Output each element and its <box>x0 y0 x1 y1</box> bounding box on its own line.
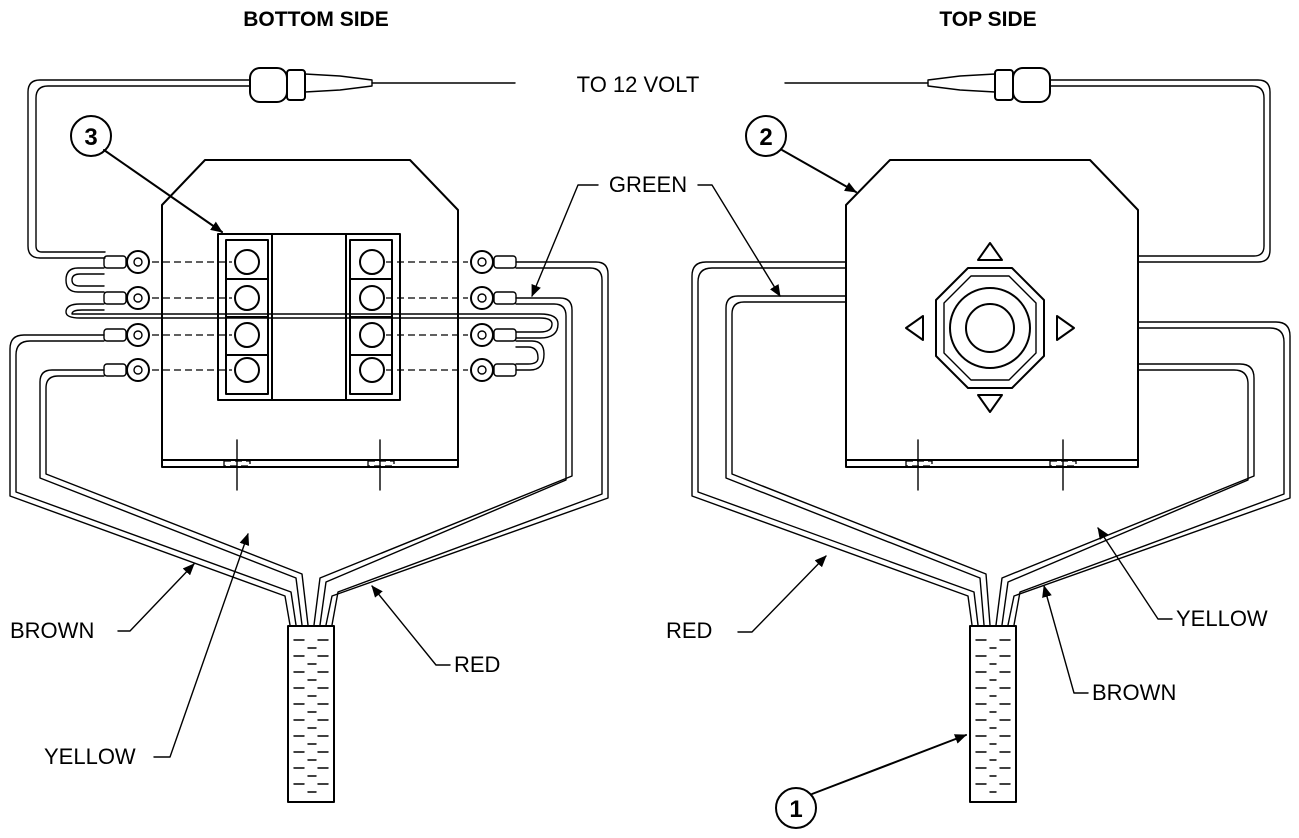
terminal-block-right <box>345 233 401 401</box>
ring-terminals-right <box>470 250 517 382</box>
up-arrow-icon <box>977 242 1003 261</box>
mounting-plate-bottom <box>161 159 459 461</box>
brown-leader-right <box>1042 585 1089 694</box>
yellow-label-left: YELLOW <box>44 744 136 769</box>
green-leader-right <box>697 184 781 297</box>
callout-2-leader <box>781 149 857 193</box>
terminal-block-left <box>217 233 273 401</box>
fuse-holder-right <box>784 67 1271 263</box>
callout-1-leader <box>811 734 967 795</box>
yellow-leader-left <box>153 533 250 758</box>
red-leader-left <box>371 585 451 666</box>
callout-3-number: 3 <box>84 124 97 151</box>
down-arrow-icon <box>977 394 1003 413</box>
right-arrow-icon <box>1056 315 1075 341</box>
red-label-right: RED <box>666 618 712 643</box>
callout-1-circle <box>775 787 817 829</box>
brown-label-left: BROWN <box>10 618 94 643</box>
to-12-volt-label: TO 12 VOLT <box>577 72 700 97</box>
cable-left <box>287 625 335 803</box>
red-leader-right <box>737 555 827 633</box>
terminal-bridge <box>271 233 347 401</box>
fuse-holder-left <box>27 67 516 259</box>
green-leader-left <box>531 184 599 297</box>
ring-terminals-left <box>103 250 150 382</box>
callout-2-number: 2 <box>759 124 772 151</box>
green-label: GREEN <box>609 172 687 197</box>
callout-2-circle <box>745 115 787 157</box>
bottom-side-title: BOTTOM SIDE <box>243 8 388 31</box>
harness-wires-right <box>691 261 1291 626</box>
brown-leader-left <box>117 563 195 632</box>
yellow-label-right: YELLOW <box>1176 606 1268 631</box>
callout-3-circle <box>70 115 112 157</box>
bottom-side-view: 3 GREEN BROWN YELLOW RED <box>9 67 781 803</box>
top-side-title: TOP SIDE <box>939 8 1036 31</box>
brown-label-right: BROWN <box>1092 680 1176 705</box>
harness-wires-left <box>9 261 609 626</box>
left-arrow-icon <box>905 315 924 341</box>
cable-right <box>969 625 1017 803</box>
joystick <box>935 267 1045 389</box>
red-label-left: RED <box>454 652 500 677</box>
yellow-leader-right <box>1097 527 1173 620</box>
callout-3-leader <box>103 149 223 233</box>
callout-1-number: 1 <box>789 796 802 823</box>
top-side-view: 2 1 RED YELLOW BROWN <box>666 67 1291 829</box>
mounting-plate-top <box>845 159 1139 461</box>
